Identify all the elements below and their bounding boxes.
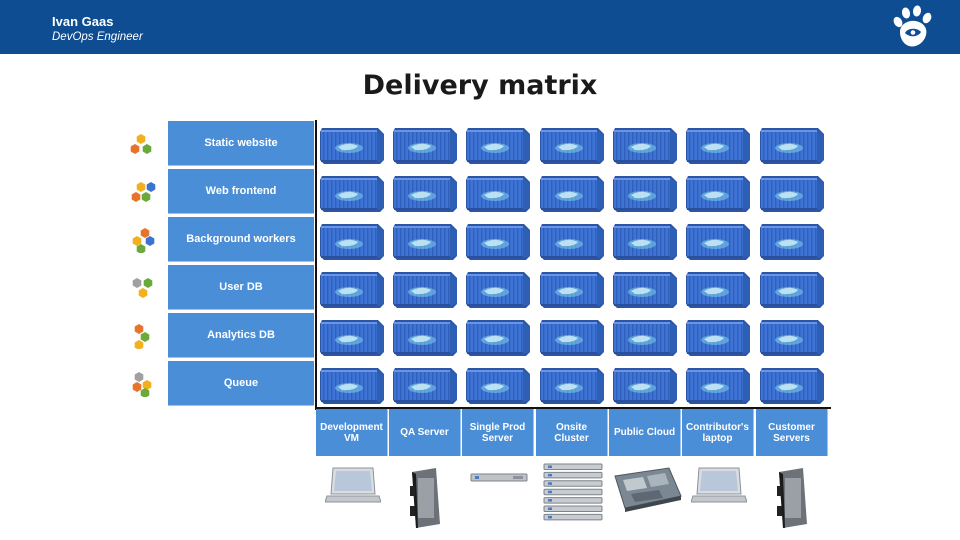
shipping-container-icon (391, 268, 459, 310)
shipping-container-icon (758, 220, 826, 262)
column-label: Onsite Cluster (536, 409, 608, 456)
shipping-container-icon (611, 316, 679, 358)
column-label: Single Prod Server (462, 409, 534, 456)
hexagon-cluster-icon (128, 323, 158, 350)
shipping-container-icon (318, 268, 386, 310)
shipping-container-icon (464, 268, 532, 310)
shipping-container-icon (318, 220, 386, 262)
shipping-container-icon (758, 268, 826, 310)
shipping-container-icon (758, 124, 826, 166)
row-label: Web frontend (168, 169, 314, 214)
shipping-container-icon (391, 124, 459, 166)
row-label: Static website (168, 121, 314, 166)
laptop-icon (690, 466, 748, 510)
page-title: Delivery matrix (362, 70, 598, 101)
shipping-container-icon (538, 316, 606, 358)
shipping-container-icon (611, 172, 679, 214)
shipping-container-icon (684, 124, 752, 166)
paw-logo-icon (893, 5, 932, 47)
motherboard-icon (609, 466, 683, 516)
shipping-container-icon (464, 124, 532, 166)
shipping-container-icon (684, 268, 752, 310)
shipping-container-icon (611, 220, 679, 262)
shipping-container-icon (758, 364, 826, 406)
row-label: Background workers (168, 217, 314, 262)
presenter-name: Ivan Gaas (52, 14, 114, 29)
column-label: Public Cloud (609, 409, 681, 456)
column-label: Development VM (316, 409, 388, 456)
hexagon-cluster-icon (128, 371, 158, 398)
row-label: User DB (168, 265, 314, 310)
column-label: Customer Servers (756, 409, 828, 456)
shipping-container-icon (684, 364, 752, 406)
hexagon-cluster-icon (128, 131, 158, 157)
column-label: Contributor's laptop (682, 409, 754, 456)
shipping-container-icon (318, 316, 386, 358)
shipping-container-icon (538, 268, 606, 310)
shipping-container-icon (611, 268, 679, 310)
shipping-container-icon (684, 220, 752, 262)
blade-server-icon (773, 466, 813, 534)
shipping-container-icon (464, 172, 532, 214)
shipping-container-icon (318, 364, 386, 406)
shipping-container-icon (391, 316, 459, 358)
rack-server-icon (469, 470, 529, 490)
shipping-container-icon (684, 316, 752, 358)
shipping-container-icon (318, 172, 386, 214)
hexagon-cluster-icon (128, 227, 158, 254)
column-label: QA Server (389, 409, 461, 456)
hexagon-cluster-icon (128, 179, 158, 205)
shipping-container-icon (318, 124, 386, 166)
shipping-container-icon (538, 364, 606, 406)
shipping-container-icon (391, 364, 459, 406)
shipping-container-icon (391, 172, 459, 214)
row-label: Analytics DB (168, 313, 314, 358)
shipping-container-icon (538, 220, 606, 262)
shipping-container-icon (538, 124, 606, 166)
matrix-horizontal-divider (315, 407, 831, 409)
matrix-vertical-divider (315, 120, 317, 410)
shipping-container-icon (464, 316, 532, 358)
server-stack-icon (542, 462, 604, 528)
shipping-container-icon (611, 124, 679, 166)
laptop-icon (324, 466, 382, 510)
presenter-role: DevOps Engineer (52, 31, 143, 43)
shipping-container-icon (684, 172, 752, 214)
shipping-container-icon (391, 220, 459, 262)
shipping-container-icon (758, 172, 826, 214)
header-bar: Ivan Gaas DevOps Engineer (0, 0, 960, 54)
shipping-container-icon (464, 220, 532, 262)
shipping-container-icon (538, 172, 606, 214)
shipping-container-icon (758, 316, 826, 358)
shipping-container-icon (611, 364, 679, 406)
row-label: Queue (168, 361, 314, 406)
shipping-container-icon (464, 364, 532, 406)
blade-server-icon (406, 466, 446, 534)
hexagon-cluster-icon (128, 275, 158, 301)
